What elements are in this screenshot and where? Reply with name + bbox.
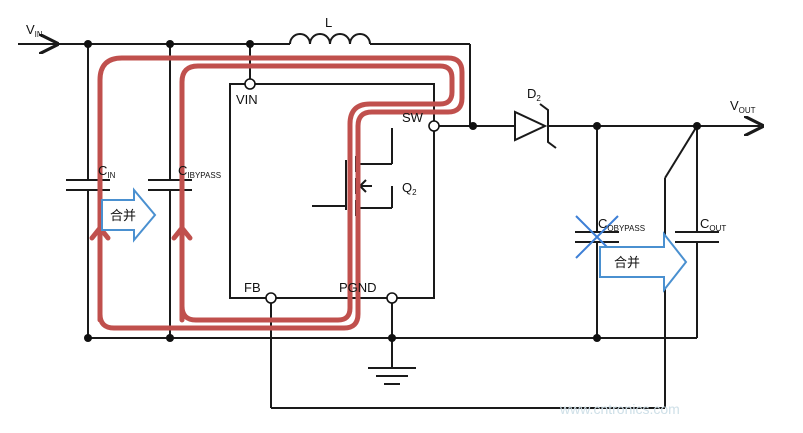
- merge-label-right: 合并: [614, 256, 640, 271]
- cbypass-label: CIBYPASS: [178, 163, 221, 180]
- inductor-label: L: [325, 15, 332, 30]
- vin-pin-label: VIN: [236, 92, 258, 107]
- ic-pins: [244, 78, 440, 304]
- cbypass-capacitor: [148, 179, 192, 338]
- fb-pin-label: FB: [244, 280, 261, 295]
- cin-capacitor: [66, 179, 110, 338]
- inductor: [289, 33, 471, 126]
- vout-label: VOUT: [730, 98, 756, 115]
- merge-label-left: 合并: [110, 209, 136, 224]
- input-current-loop-outer: [97, 55, 465, 331]
- merge-arrow-left: 合并: [101, 187, 157, 243]
- cobypass-capacitor: [575, 126, 619, 338]
- pgnd-pin-label: PGND: [339, 280, 377, 295]
- vin-label: VIN: [26, 22, 43, 39]
- loop-up-arrows: [89, 225, 193, 241]
- mosfet-label: Q2: [402, 180, 417, 197]
- watermark: www.cntronics.com: [559, 401, 680, 417]
- ic-box: [229, 83, 435, 299]
- feedback-path: [270, 125, 698, 409]
- cout-capacitor: [675, 126, 719, 338]
- junction-dots: [84, 40, 701, 342]
- cout-label: COUT: [700, 216, 726, 233]
- diode-label: D2: [527, 86, 541, 103]
- pgnd-ground: [368, 298, 416, 385]
- sw-pin-label: SW: [402, 110, 424, 125]
- cin-label: CIN: [98, 163, 116, 180]
- input-current-loop-inner: [179, 63, 455, 323]
- merge-arrow-right: 合并: [599, 231, 688, 293]
- cobypass-label: COBYPASS: [598, 216, 645, 233]
